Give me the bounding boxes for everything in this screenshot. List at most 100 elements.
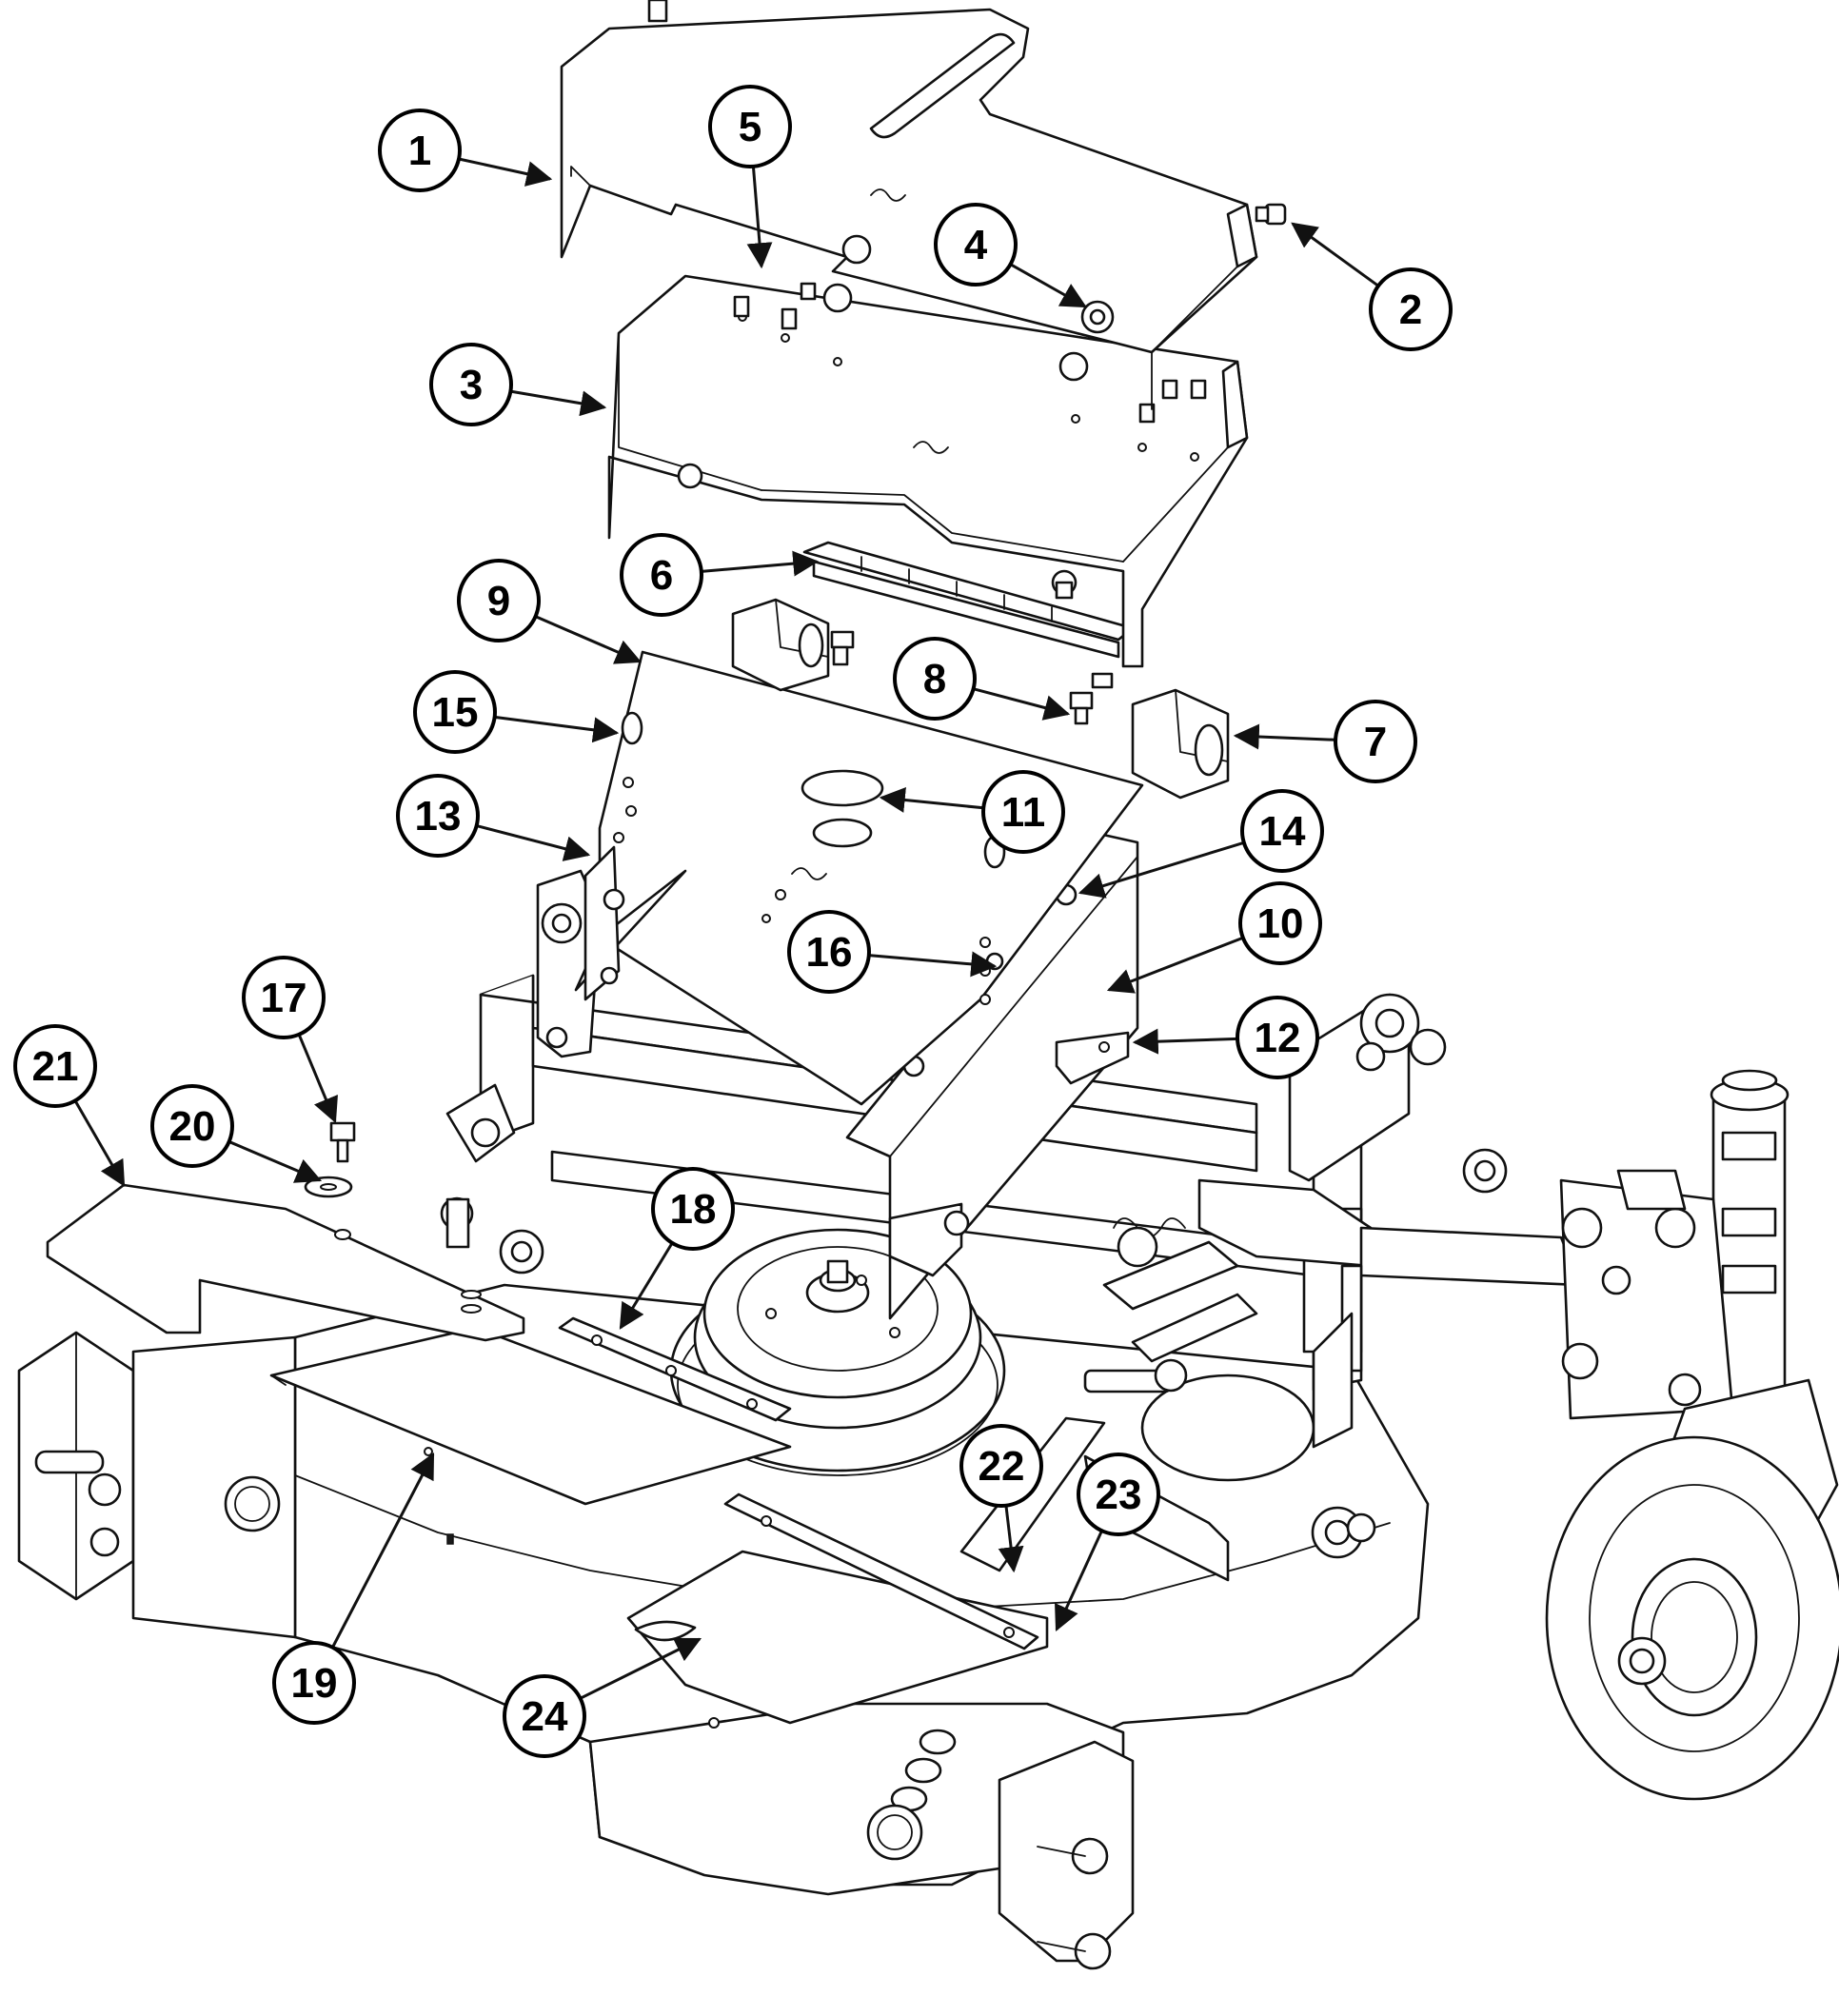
right-deck-cover xyxy=(626,1550,1049,1729)
callout-number: 4 xyxy=(964,222,988,268)
callout-20: 20 xyxy=(150,1084,323,1183)
callout-circle xyxy=(1369,267,1453,351)
callout-13: 13 xyxy=(396,774,591,861)
callout-circle xyxy=(457,559,541,642)
callout-15: 15 xyxy=(413,670,620,754)
lower-belt-cover xyxy=(607,274,1249,668)
callout-number: 21 xyxy=(32,1043,79,1090)
callout-leader-arrow xyxy=(879,787,984,813)
callout-leader-arrow xyxy=(228,1140,323,1183)
callout-14: 14 xyxy=(1078,789,1324,899)
callout-leader-arrow xyxy=(619,1242,674,1330)
callout-22: 22 xyxy=(959,1424,1043,1573)
callout-number: 1 xyxy=(408,128,431,174)
callout-circle xyxy=(1238,881,1322,965)
callout-number: 14 xyxy=(1259,808,1306,855)
callout-circle xyxy=(893,637,977,721)
bolt-and-washer xyxy=(304,1121,356,1198)
callout-leader-arrow xyxy=(1106,936,1244,994)
callout-circle xyxy=(959,1424,1043,1508)
callout-number: 15 xyxy=(432,689,479,736)
callout-number: 7 xyxy=(1364,719,1387,765)
callout-number: 23 xyxy=(1096,1472,1142,1518)
callout-leader-arrow xyxy=(1233,723,1336,750)
callout-23: 23 xyxy=(1055,1453,1160,1632)
callout-leader-arrow xyxy=(1009,263,1087,308)
callout-number: 8 xyxy=(923,656,946,702)
callout-leader-arrow xyxy=(73,1099,126,1187)
callout-circle xyxy=(1240,789,1324,873)
callout-number: 9 xyxy=(487,578,510,624)
callout-12: 12 xyxy=(1132,996,1319,1079)
callout-circle xyxy=(272,1641,356,1725)
callout-number: 13 xyxy=(415,793,462,840)
chain-and-pin xyxy=(866,1729,957,1861)
callout-number: 20 xyxy=(169,1103,216,1150)
callout-number: 10 xyxy=(1257,900,1304,947)
callout-leader-arrow xyxy=(1132,1028,1238,1055)
callout-circle xyxy=(413,670,497,754)
callout-leader-arrow xyxy=(868,951,998,978)
callout-leader-arrow xyxy=(297,1034,338,1124)
slotted-strap-right xyxy=(558,1316,1039,1650)
callout-circle xyxy=(242,956,326,1039)
left-deck-cover xyxy=(269,1326,792,1545)
callout-number: 17 xyxy=(261,975,307,1021)
callout-circle xyxy=(378,109,462,192)
callout-number: 12 xyxy=(1255,1015,1301,1061)
callout-16: 16 xyxy=(787,910,998,994)
callout-leader-arrow xyxy=(476,824,591,861)
callout-11: 11 xyxy=(879,770,1065,854)
callout-leader-arrow xyxy=(331,1453,435,1649)
callout-leader-arrow xyxy=(746,166,773,269)
callout-number: 6 xyxy=(650,552,673,599)
bushing-blocks xyxy=(731,598,1230,800)
callout-circle xyxy=(13,1024,97,1108)
callout-circle xyxy=(981,770,1065,854)
callout-number: 11 xyxy=(1001,789,1046,836)
callout-leader-arrow xyxy=(1291,222,1379,287)
callout-18: 18 xyxy=(619,1167,735,1330)
callout-circle xyxy=(620,533,703,617)
callout-5: 5 xyxy=(708,85,792,269)
callout-circle xyxy=(787,910,871,994)
callout-circle xyxy=(708,85,792,168)
callout-number: 5 xyxy=(739,104,761,150)
callout-circle xyxy=(1236,996,1319,1079)
callout-number: 3 xyxy=(460,362,483,408)
callout-6: 6 xyxy=(620,533,820,617)
callout-19: 19 xyxy=(272,1453,435,1725)
callout-circle xyxy=(396,774,480,858)
callout-4: 4 xyxy=(934,203,1087,308)
callout-number: 22 xyxy=(979,1443,1025,1490)
callout-leader-arrow xyxy=(701,550,820,577)
callout-circle xyxy=(1334,700,1417,783)
callout-number: 16 xyxy=(806,929,853,976)
callout-17: 17 xyxy=(242,956,338,1124)
callout-1: 1 xyxy=(378,109,553,192)
callout-leader-arrow xyxy=(1078,840,1245,899)
rear-frame-brackets xyxy=(1288,993,1508,1559)
left-strap-plate xyxy=(46,1183,525,1342)
callout-leader-arrow xyxy=(534,615,643,664)
callout-number: 18 xyxy=(670,1186,717,1233)
callout-leader-arrow xyxy=(458,157,553,187)
center-channel-bracket xyxy=(845,831,1139,1320)
callout-number: 24 xyxy=(522,1693,568,1740)
callout-21: 21 xyxy=(13,1024,126,1187)
callout-leader-arrow xyxy=(579,1637,702,1700)
callout-circle xyxy=(429,343,513,426)
caster-wheel-assembly xyxy=(1545,1069,1839,1801)
callout-circle xyxy=(934,203,1018,287)
callout-number: 19 xyxy=(291,1660,338,1707)
callout-24: 24 xyxy=(503,1637,702,1758)
callout-2: 2 xyxy=(1291,222,1453,351)
callout-9: 9 xyxy=(457,559,643,664)
callout-leader-arrow xyxy=(510,389,607,417)
callout-circle xyxy=(503,1674,586,1758)
callout-circle xyxy=(651,1167,735,1251)
callout-circle xyxy=(1077,1453,1160,1536)
callout-leader-arrow xyxy=(998,1505,1024,1573)
